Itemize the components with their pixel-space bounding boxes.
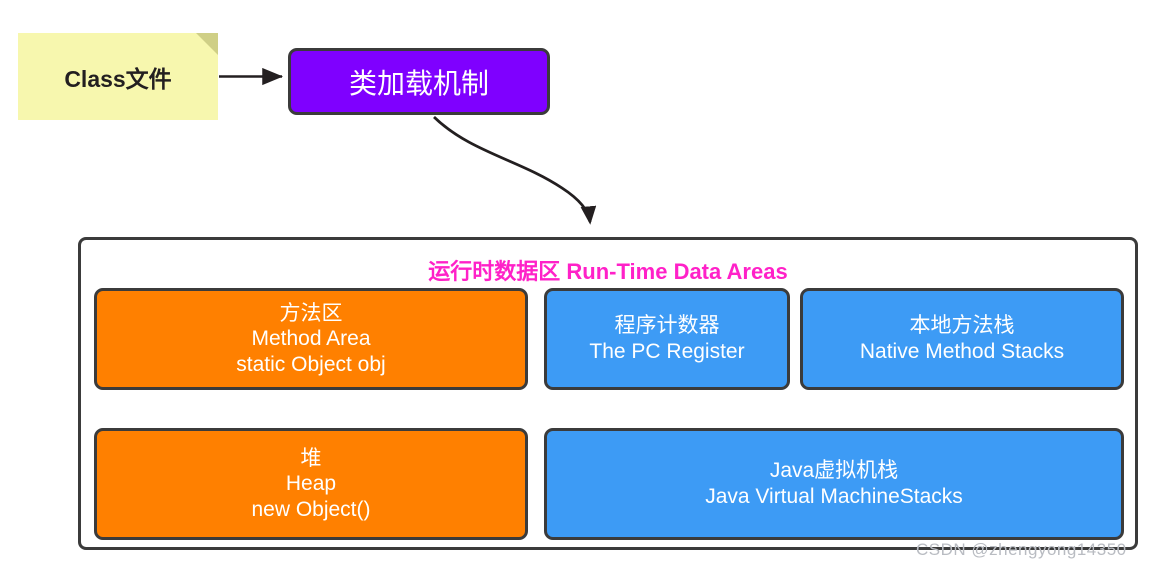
arrow-classloader-to-runtime xyxy=(433,115,597,225)
runtime-data-areas-title: 运行时数据区 Run-Time Data Areas xyxy=(428,259,788,284)
jvm-stacks-line-2: Java Virtual MachineStacks xyxy=(705,485,963,508)
method-area-line-2: Method Area xyxy=(251,327,371,351)
method-area-box: 方法区 Method Area static Object obj xyxy=(94,288,528,390)
pc-register-line-1: 程序计数器 xyxy=(614,314,720,338)
heap-line-3: new Object() xyxy=(251,497,371,521)
pc-register-box: 程序计数器 The PC Register xyxy=(544,288,790,390)
class-file-note-label: Class文件 xyxy=(64,65,172,92)
class-file-note: Class文件 xyxy=(18,33,218,120)
heap-line-1: 堆 xyxy=(300,446,322,470)
jvm-stacks-line-1: Java虚拟机栈 xyxy=(769,459,899,483)
class-loading-mechanism-label: 类加载机制 xyxy=(348,67,489,99)
native-method-stacks-line-1: 本地方法栈 xyxy=(909,314,1015,338)
class-loading-mechanism-box: 类加载机制 xyxy=(288,48,550,115)
jvm-stacks-box: Java虚拟机栈 Java Virtual MachineStacks xyxy=(544,428,1124,540)
method-area-line-3: static Object obj xyxy=(236,352,386,376)
watermark: CSDN @zhengyong14350 xyxy=(916,540,1127,559)
method-area-line-1: 方法区 xyxy=(279,301,343,325)
heap-box: 堆 Heap new Object() xyxy=(94,428,528,540)
native-method-stacks-line-2: Native Method Stacks xyxy=(859,340,1065,363)
note-fold-icon xyxy=(196,33,218,55)
pc-register-line-2: The PC Register xyxy=(589,340,745,363)
native-method-stacks-box: 本地方法栈 Native Method Stacks xyxy=(800,288,1124,390)
heap-line-2: Heap xyxy=(285,472,337,496)
